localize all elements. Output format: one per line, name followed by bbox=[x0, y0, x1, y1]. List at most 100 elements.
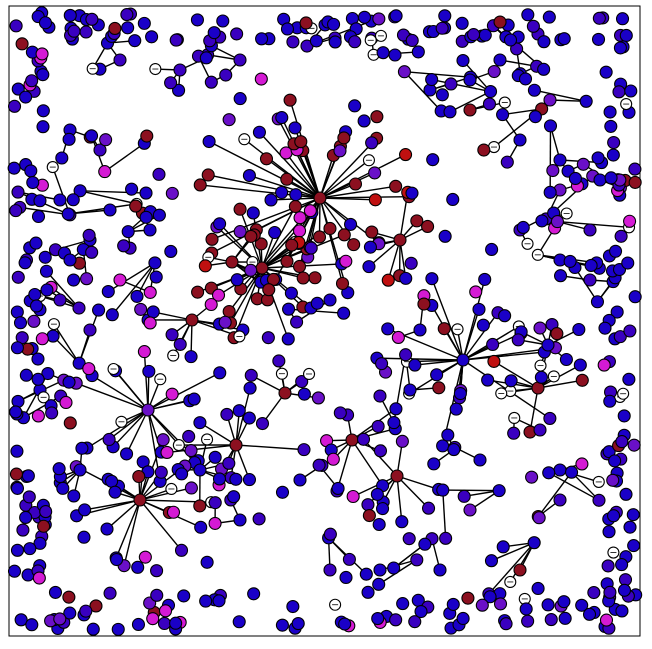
graph-node bbox=[31, 372, 45, 386]
graph-node bbox=[82, 362, 96, 376]
graph-node bbox=[396, 597, 410, 611]
graph-edge bbox=[537, 471, 573, 517]
graph-node bbox=[275, 618, 289, 632]
graph-node bbox=[627, 438, 641, 452]
graph-node bbox=[463, 103, 477, 117]
graph-node bbox=[604, 171, 618, 185]
graph-node bbox=[597, 358, 611, 372]
graph-node bbox=[36, 104, 50, 118]
graph-node bbox=[218, 315, 232, 329]
graph-node bbox=[601, 559, 615, 573]
graph-node bbox=[211, 288, 226, 302]
graph-node bbox=[399, 348, 413, 362]
graph-node bbox=[10, 305, 24, 319]
graph-node bbox=[255, 32, 269, 46]
graph-node bbox=[113, 273, 127, 287]
graph-node bbox=[233, 225, 247, 239]
graph-node bbox=[150, 564, 164, 578]
graph-node bbox=[48, 585, 63, 599]
graph-node bbox=[83, 323, 97, 337]
graph-edge bbox=[258, 131, 321, 199]
graph-edge bbox=[488, 542, 535, 595]
graph-node bbox=[105, 308, 119, 322]
graph-node bbox=[598, 321, 612, 335]
graph-node bbox=[557, 595, 571, 609]
graph-node bbox=[372, 577, 386, 591]
graph-node bbox=[184, 443, 198, 458]
graph-node bbox=[140, 129, 154, 143]
graph-node bbox=[389, 179, 403, 193]
graph-node bbox=[444, 77, 458, 91]
graph-node bbox=[62, 590, 76, 604]
graph-node bbox=[199, 51, 213, 65]
graph-node bbox=[174, 543, 189, 557]
graph-edge bbox=[462, 351, 545, 361]
graph-node bbox=[535, 214, 549, 228]
graph-node bbox=[141, 403, 155, 417]
graph-node bbox=[405, 33, 419, 48]
graph-node bbox=[617, 583, 632, 597]
graph-node bbox=[193, 463, 207, 477]
graph-node bbox=[229, 438, 243, 452]
graph-node bbox=[463, 73, 477, 87]
graph-node bbox=[102, 432, 116, 447]
graph-node bbox=[469, 285, 483, 299]
graph-node bbox=[323, 563, 337, 577]
graph-node bbox=[368, 166, 382, 180]
graph-node bbox=[244, 263, 258, 277]
graph-node bbox=[41, 366, 55, 381]
graph-node bbox=[373, 444, 388, 458]
graph-node bbox=[453, 386, 467, 401]
graph-edge bbox=[112, 409, 149, 448]
graph-node bbox=[9, 405, 23, 419]
graph-node bbox=[550, 327, 564, 341]
graph-node bbox=[121, 225, 135, 239]
graph-node bbox=[361, 585, 375, 599]
graph-node bbox=[242, 168, 256, 183]
graph-node bbox=[487, 354, 501, 368]
graph-node bbox=[220, 407, 234, 421]
graph-node bbox=[281, 332, 295, 346]
graph-node bbox=[373, 389, 387, 403]
graph-node bbox=[31, 409, 45, 423]
graph-node bbox=[346, 489, 360, 504]
graph-node bbox=[9, 19, 23, 33]
graph-node bbox=[233, 92, 247, 106]
graph-node bbox=[624, 84, 638, 98]
graph-node bbox=[284, 286, 298, 300]
graph-node bbox=[623, 520, 637, 534]
graph-node bbox=[499, 617, 513, 631]
graph-edge bbox=[414, 359, 464, 366]
graph-node bbox=[233, 202, 247, 216]
graph-node bbox=[157, 616, 172, 631]
graph-node bbox=[173, 63, 187, 77]
graph-node bbox=[297, 387, 311, 401]
graph-node bbox=[53, 193, 67, 207]
graph-node bbox=[432, 381, 446, 395]
graph-node bbox=[388, 48, 402, 62]
graph-node bbox=[478, 272, 492, 286]
graph-node bbox=[207, 26, 221, 40]
graph-node bbox=[130, 289, 144, 303]
graph-node bbox=[390, 469, 404, 483]
graph-node bbox=[457, 489, 471, 503]
graph-edge bbox=[352, 475, 398, 498]
graph-edge bbox=[376, 357, 464, 361]
graph-edge bbox=[396, 475, 403, 522]
graph-node bbox=[558, 611, 572, 625]
graph-node bbox=[543, 185, 557, 199]
graph-node bbox=[288, 121, 302, 135]
graph-node bbox=[513, 133, 527, 147]
graph-node bbox=[191, 285, 205, 299]
graph-edge bbox=[79, 190, 137, 205]
graph-edge bbox=[319, 197, 376, 201]
graph-node bbox=[599, 613, 614, 627]
graph-node bbox=[296, 271, 310, 285]
graph-node bbox=[493, 15, 507, 29]
graph-node bbox=[619, 487, 633, 501]
graph-edge bbox=[125, 409, 149, 455]
graph-node bbox=[293, 473, 307, 487]
graph-edge bbox=[509, 542, 535, 583]
graph-node bbox=[565, 465, 579, 479]
